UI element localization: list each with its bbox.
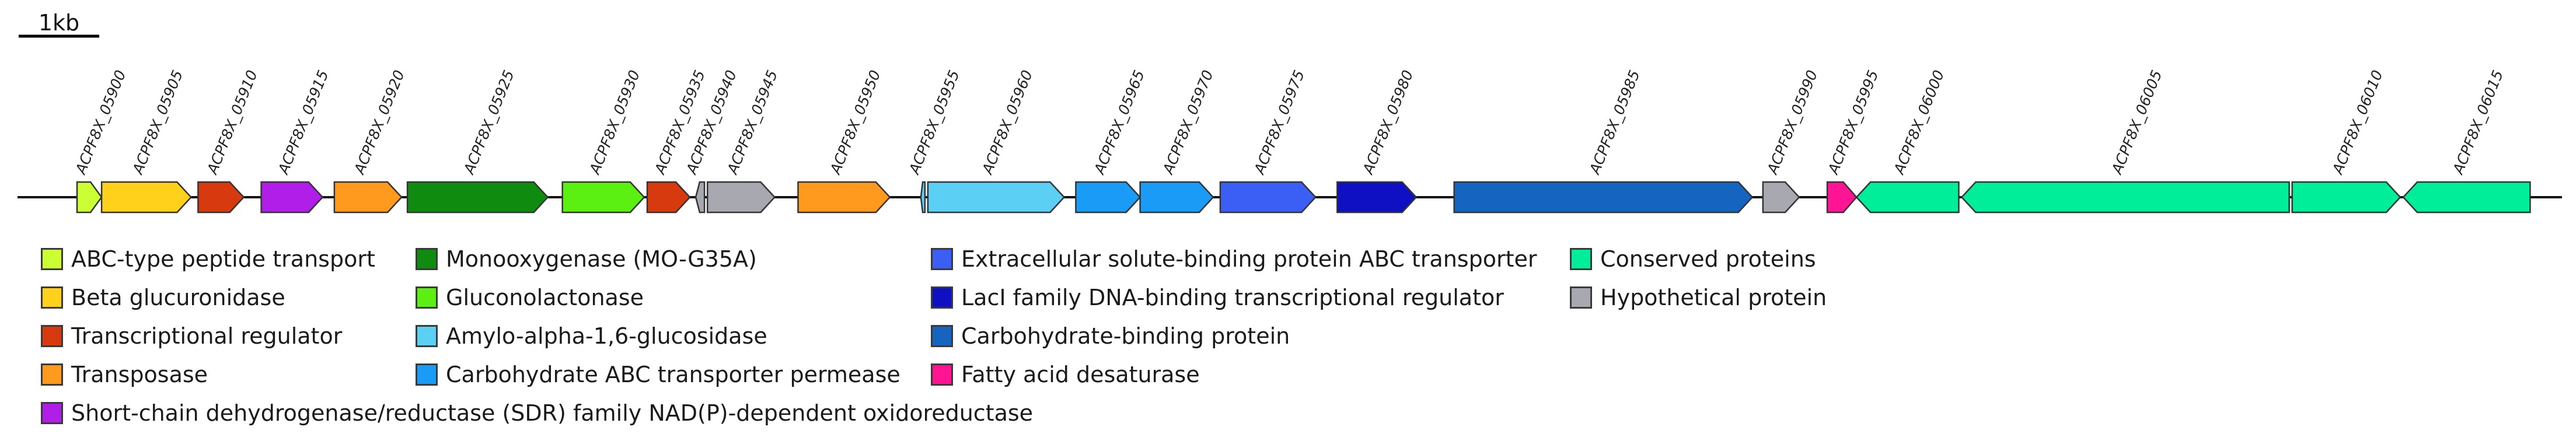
locus-label: ACPF8X_05915 [274, 68, 331, 177]
legend-item-hypothetical: Hypothetical protein [1570, 284, 1827, 312]
gene-arrow-acpf8x-05945 [706, 181, 776, 214]
legend-label: Beta glucuronidase [71, 285, 285, 310]
legend-item-fatty-acid: Fatty acid desaturase [931, 361, 1200, 389]
legend-swatch [931, 325, 953, 347]
locus-label: ACPF8X_05930 [586, 68, 643, 177]
legend-item-beta-glucuronidase: Beta glucuronidase [41, 284, 285, 312]
locus-label: ACPF8X_06005 [2108, 68, 2165, 177]
legend-swatch [41, 402, 63, 424]
legend-swatch [1570, 248, 1592, 270]
gene-arrow-acpf8x-05980 [1336, 181, 1418, 214]
scale-bar-label: 1kb [39, 10, 79, 36]
locus-label: ACPF8X_05920 [350, 68, 407, 177]
gene-arrow-acpf8x-05925 [406, 181, 549, 214]
locus-label: ACPF8X_05905 [129, 68, 186, 177]
gene-arrow-acpf8x-05915 [260, 181, 324, 214]
legend-swatch [416, 248, 438, 270]
locus-label: ACPF8X_05925 [460, 68, 517, 177]
legend-item-monooxygenase: Monooxygenase (MO-G35A) [416, 245, 757, 273]
gene-arrow-acpf8x-06000 [1855, 181, 1960, 214]
gene-arrow-acpf8x-05950 [797, 181, 891, 214]
gene-arrow-acpf8x-05990 [1762, 181, 1800, 214]
legend-swatch [931, 248, 953, 270]
gene-arrow-acpf8x-05955 [920, 181, 926, 214]
legend-label: Extracellular solute-binding protein ABC… [961, 246, 1537, 272]
legend-swatch [931, 286, 953, 309]
locus-label: ACPF8X_05995 [1824, 68, 1882, 177]
legend-swatch [41, 325, 63, 347]
legend-swatch [416, 363, 438, 386]
legend-item-carb-binding: Carbohydrate-binding protein [931, 322, 1290, 350]
legend-label: Amylo-alpha-1,6-glucosidase [446, 323, 767, 349]
legend-swatch [931, 363, 953, 386]
locus-label: ACPF8X_05910 [203, 68, 260, 177]
gene-arrow-acpf8x-05935 [646, 181, 691, 214]
legend-swatch [416, 286, 438, 309]
legend-label: Fatty acid desaturase [961, 362, 1200, 387]
legend-item-laci: LacI family DNA-binding transcriptional … [931, 284, 1504, 312]
locus-label: ACPF8X_05985 [1586, 68, 1643, 177]
legend-label: Conserved proteins [1600, 246, 1816, 272]
legend-swatch [41, 363, 63, 386]
locus-label: ACPF8X_05900 [72, 68, 129, 177]
locus-label: ACPF8X_05970 [1159, 68, 1216, 177]
locus-label: ACPF8X_05950 [826, 68, 884, 177]
gene-arrow-acpf8x-05970 [1139, 181, 1214, 214]
legend-label: Hypothetical protein [1600, 285, 1827, 310]
locus-label: ACPF8X_05980 [1359, 68, 1416, 177]
gene-arrow-acpf8x-05930 [561, 181, 645, 214]
locus-label: ACPF8X_06000 [1890, 68, 1947, 177]
legend-item-extracellular-solute: Extracellular solute-binding protein ABC… [931, 245, 1537, 273]
locus-label: ACPF8X_05975 [1251, 68, 1308, 177]
legend-label: Gluconolactonase [446, 285, 644, 310]
legend-item-gluconolactonase: Gluconolactonase [416, 284, 644, 312]
legend-label: Transcriptional regulator [71, 323, 343, 349]
locus-label: ACPF8X_05960 [979, 68, 1036, 177]
locus-label: ACPF8X_05965 [1090, 68, 1147, 177]
legend-item-transcriptional-regulator: Transcriptional regulator [41, 322, 342, 350]
gene-arrow-acpf8x-06015 [2402, 181, 2531, 214]
gene-arrow-acpf8x-05920 [333, 181, 403, 214]
legend-item-amylo-glucosidase: Amylo-alpha-1,6-glucosidase [416, 322, 767, 350]
locus-label: ACPF8X_06010 [2329, 68, 2386, 177]
gene-arrow-acpf8x-05905 [100, 181, 193, 214]
legend-label: Transposase [71, 362, 208, 387]
gene-arrows [76, 181, 2531, 214]
legend-label: ABC-type peptide transport [71, 246, 375, 272]
legend-label: LacI family DNA-binding transcriptional … [961, 285, 1504, 310]
legend-label: Monooxygenase (MO-G35A) [446, 246, 757, 272]
gene-arrow-acpf8x-05995 [1826, 181, 1858, 214]
legend-label: Short-chain dehydrogenase/reductase (SDR… [71, 400, 1034, 426]
legend-swatch [416, 325, 438, 347]
legend-swatch [41, 286, 63, 309]
legend-item-transposase: Transposase [41, 361, 208, 389]
gene-arrow-acpf8x-05975 [1219, 181, 1317, 214]
gene-arrow-acpf8x-05960 [927, 181, 1066, 214]
gene-arrow-acpf8x-05965 [1075, 181, 1142, 214]
gene-arrow-acpf8x-05940 [694, 181, 706, 214]
legend-swatch [1570, 286, 1592, 309]
gene-arrow-acpf8x-05900 [76, 181, 103, 214]
locus-label: ACPF8X_05955 [905, 68, 962, 177]
gene-arrow-acpf8x-05910 [197, 181, 245, 214]
locus-label: ACPF8X_05990 [1764, 68, 1821, 177]
locus-label: ACPF8X_06015 [2449, 68, 2507, 177]
legend-item-abc-peptide: ABC-type peptide transport [41, 245, 375, 273]
legend-item-conserved: Conserved proteins [1570, 245, 1816, 273]
scale-bar: 1kb [19, 10, 99, 38]
gene-arrow-acpf8x-06010 [2291, 181, 2402, 214]
legend-swatch [41, 248, 63, 270]
legend-item-carb-permease: Carbohydrate ABC transporter permease [416, 361, 900, 389]
legend-item-sdr: Short-chain dehydrogenase/reductase (SDR… [41, 399, 1033, 427]
gene-arrow-acpf8x-05985 [1453, 181, 1754, 214]
gene-arrow-acpf8x-06005 [1960, 181, 2290, 214]
legend-label: Carbohydrate ABC transporter permease [446, 362, 900, 387]
legend-label: Carbohydrate-binding protein [961, 323, 1290, 349]
